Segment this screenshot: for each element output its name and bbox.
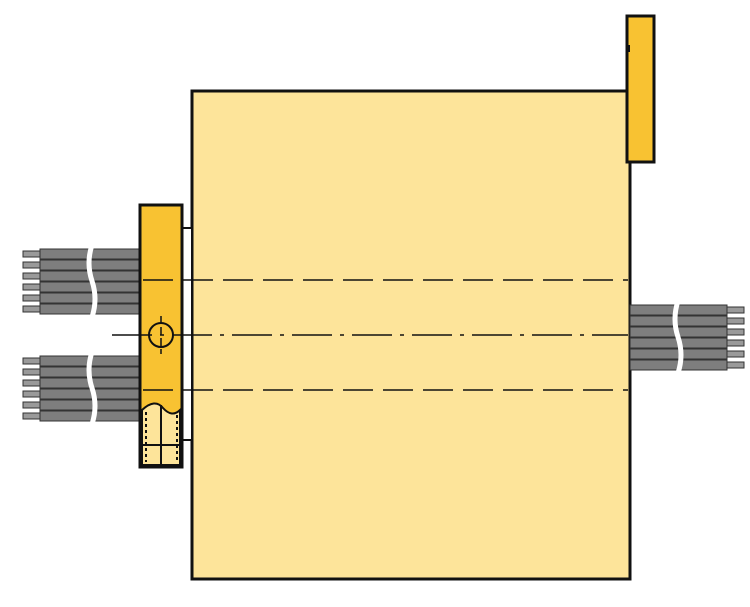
conductor-end <box>22 368 41 376</box>
conductor-end <box>726 339 745 347</box>
conductor-end <box>22 412 41 420</box>
conductor-end <box>22 305 41 313</box>
conductor-end <box>22 250 41 258</box>
conductor-end <box>22 357 41 365</box>
conductor-end <box>22 401 41 409</box>
conductor-end <box>726 317 745 325</box>
cable-conductor <box>39 303 141 315</box>
cable-break-mark <box>86 244 98 318</box>
top-right-bracket <box>625 14 656 164</box>
cable-conductor <box>629 315 728 327</box>
conductor-end <box>22 390 41 398</box>
conductor-end <box>726 306 745 314</box>
conductor-end <box>726 361 745 369</box>
conductor-end <box>22 283 41 291</box>
conductor-end <box>22 294 41 302</box>
cable-conductor <box>39 292 141 304</box>
cable-conductor <box>39 388 141 400</box>
conductor-end <box>726 350 745 358</box>
conductor-end <box>22 272 41 280</box>
cable-break-mark <box>672 300 684 374</box>
cable-conductor <box>39 399 141 411</box>
cable-conductor <box>39 410 141 422</box>
conductor-end <box>22 261 41 269</box>
cable-conductor <box>39 281 141 293</box>
conductor-end <box>726 328 745 336</box>
conductor-end <box>22 379 41 387</box>
cable-break-mark <box>86 351 98 425</box>
